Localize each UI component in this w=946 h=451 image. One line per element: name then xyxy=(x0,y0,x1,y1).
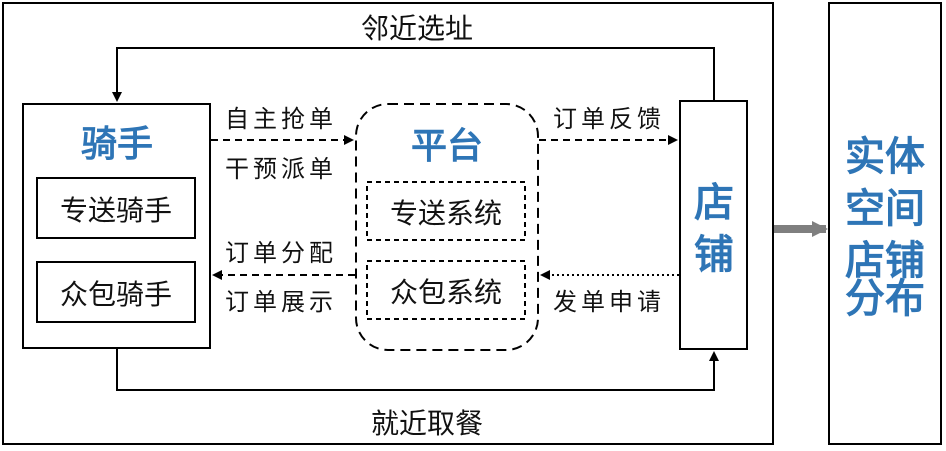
result-line-1: 实体 xyxy=(845,134,925,180)
result-box xyxy=(828,2,942,445)
store-to-platform-label: 发单申请 xyxy=(553,288,665,316)
bottom-loop-connector xyxy=(116,348,719,391)
rider-to-platform-label-1: 自主抢单 xyxy=(225,105,337,133)
platform-to-rider-label-2: 订单展示 xyxy=(225,288,337,316)
platform-title: 平台 xyxy=(411,126,483,167)
rider-item-2: 众包骑手 xyxy=(60,278,172,311)
bottom-loop-label: 就近取餐 xyxy=(371,407,483,440)
rider-item-1: 专送骑手 xyxy=(60,194,172,227)
top-loop-label: 邻近选址 xyxy=(361,12,473,45)
result-line-4: 分布 xyxy=(845,276,925,322)
result-line-2: 空间 xyxy=(845,186,925,232)
rider-title: 骑手 xyxy=(81,124,153,165)
store-box xyxy=(679,100,748,350)
rider-item-box-1 xyxy=(36,177,196,239)
outer-frame xyxy=(2,2,774,445)
rider-to-platform-label-2: 干预派单 xyxy=(225,155,337,183)
top-loop-connector xyxy=(112,47,715,102)
platform-box xyxy=(355,103,539,351)
platform-to-store-label: 订单反馈 xyxy=(553,105,665,133)
platform-item-2: 众包系统 xyxy=(390,276,502,309)
platform-to-rider-label-1: 订单分配 xyxy=(225,239,337,267)
store-title-1: 店 xyxy=(694,180,734,226)
result-line-3: 店铺 xyxy=(845,238,925,284)
store-title-2: 铺 xyxy=(694,232,734,278)
rider-item-box-2 xyxy=(36,261,196,323)
platform-item-1: 专送系统 xyxy=(390,197,502,230)
